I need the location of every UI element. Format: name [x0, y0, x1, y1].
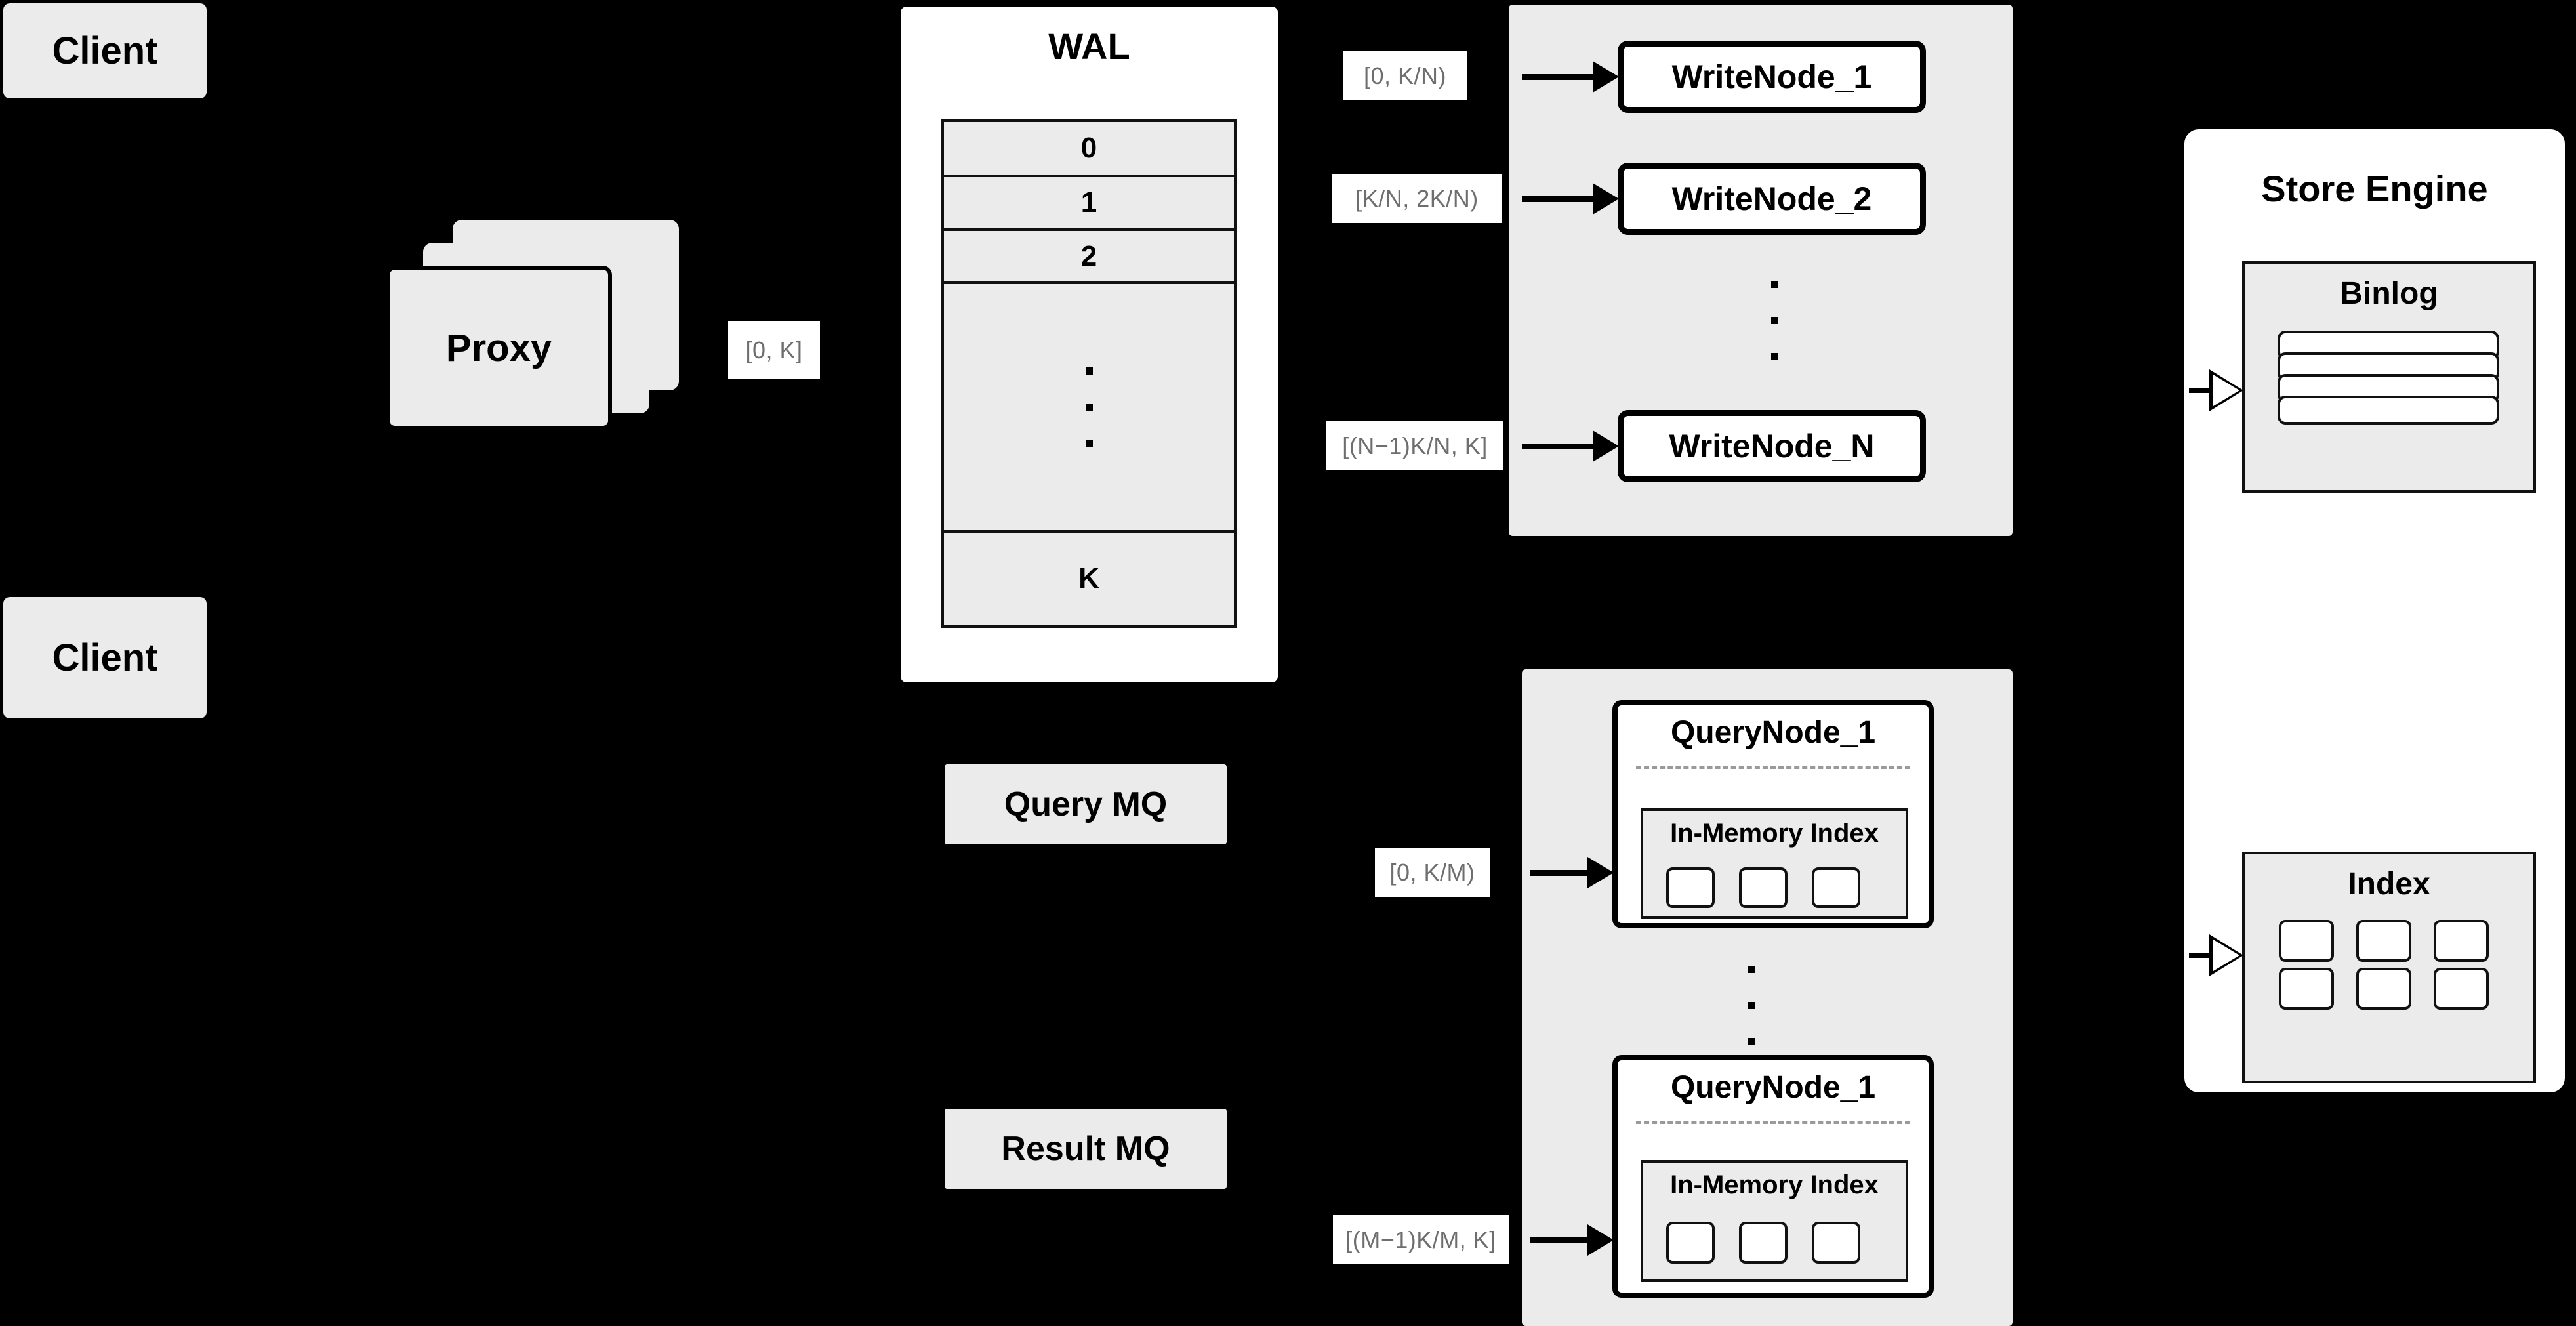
arrow-line-query-m [1530, 1237, 1603, 1243]
query-mq-label: Query MQ [1004, 785, 1168, 823]
wal-title: WAL [1048, 26, 1130, 67]
write-node-2[interactable]: WriteNode_2 [1618, 163, 1926, 235]
edge-label-query-1: [0, K/M) [1375, 848, 1490, 897]
edge-label-write-2: [K/N, 2K/N) [1332, 174, 1502, 223]
index-cell[interactable] [2356, 968, 2411, 1010]
edge-label-proxy-to-wal: [0, K] [728, 321, 820, 379]
in-memory-index-label: In-Memory Index [1670, 1171, 1879, 1199]
index-cell[interactable] [2434, 920, 2489, 962]
wal-row[interactable]: 1 [944, 176, 1234, 231]
index-cell[interactable] [1812, 1222, 1860, 1264]
arrow-head-binlog [2209, 369, 2243, 411]
arrow-line-binlog [2189, 388, 2225, 393]
write-node-n[interactable]: WriteNode_N [1618, 410, 1926, 482]
index-cell[interactable] [2356, 920, 2411, 962]
arrow-head-query-m [1587, 1224, 1614, 1256]
in-memory-index-2: In-Memory Index [1641, 1160, 1908, 1282]
query-node-label: QueryNode_1 [1670, 715, 1876, 750]
index-cell[interactable] [1739, 867, 1788, 908]
ellipsis-dot [1770, 352, 1778, 360]
arrow-line-write-n [1522, 444, 1602, 449]
write-node-label: WriteNode_N [1669, 428, 1875, 465]
arrow-head-write-n [1593, 430, 1619, 462]
index-cell[interactable] [2434, 968, 2489, 1010]
query-cluster-ellipsis [1745, 951, 1758, 1060]
edge-label-write-n: [(N−1)K/N, K] [1326, 421, 1503, 470]
arrow-head-write-1 [1593, 61, 1619, 93]
binlog-title: Binlog [2340, 276, 2438, 311]
index-cell[interactable] [1666, 1222, 1715, 1264]
in-memory-index-label: In-Memory Index [1670, 819, 1879, 848]
client-node-2[interactable]: Client [3, 597, 207, 718]
wal-row[interactable]: 2 [944, 230, 1234, 285]
edge-label-query-m: [(M−1)K/M, K] [1333, 1215, 1509, 1264]
ellipsis-dot [1085, 440, 1093, 447]
binlog-entry[interactable] [2278, 396, 2499, 425]
write-node-label: WriteNode_1 [1671, 58, 1872, 95]
client-label: Client [52, 30, 158, 72]
ellipsis-dot [1770, 316, 1778, 324]
ellipsis-dot [1085, 367, 1093, 375]
edge-label-write-1: [0, K/N) [1343, 51, 1467, 100]
ellipsis-dot [1085, 404, 1093, 411]
arrow-line-index [2189, 953, 2225, 958]
query-node-separator [1636, 1121, 1910, 1124]
client-node-1[interactable]: Client [3, 3, 207, 98]
proxy-label: Proxy [445, 326, 552, 369]
index-panel: Index [2242, 852, 2536, 1083]
index-cell[interactable] [2279, 920, 2334, 962]
index-cell[interactable] [2279, 968, 2334, 1010]
index-cell[interactable] [1739, 1222, 1788, 1264]
arrow-head-query-1 [1587, 857, 1614, 888]
result-mq-label: Result MQ [1001, 1130, 1170, 1168]
store-engine-title: Store Engine [2261, 168, 2488, 209]
arrow-line-query-1 [1530, 870, 1603, 876]
client-label: Client [52, 636, 158, 679]
write-cluster-ellipsis [1768, 268, 1781, 373]
query-node-separator [1636, 766, 1910, 769]
ellipsis-dot [1748, 966, 1755, 973]
write-node-1[interactable]: WriteNode_1 [1618, 41, 1926, 113]
arrow-line-write-2 [1522, 196, 1602, 202]
wal-row[interactable]: K [944, 532, 1234, 626]
wal-row[interactable]: 0 [944, 122, 1234, 177]
arrow-head-write-2 [1593, 183, 1619, 215]
arrow-head-index [2209, 934, 2243, 976]
index-cell[interactable] [1666, 867, 1715, 908]
ellipsis-dot [1748, 1038, 1755, 1045]
query-node-label: QueryNode_1 [1670, 1070, 1876, 1105]
index-title: Index [2348, 867, 2430, 901]
arrow-line-write-1 [1522, 74, 1602, 80]
wal-entry-table: 0 1 2 K [941, 119, 1237, 628]
wal-row-ellipsis [944, 284, 1234, 533]
index-cell[interactable] [1812, 867, 1860, 908]
query-mq-node[interactable]: Query MQ [945, 764, 1227, 844]
proxy-node[interactable]: Proxy [386, 266, 612, 430]
write-node-label: WriteNode_2 [1671, 180, 1872, 217]
result-mq-node[interactable]: Result MQ [945, 1109, 1227, 1189]
ellipsis-dot [1748, 1002, 1755, 1009]
ellipsis-dot [1770, 280, 1778, 288]
